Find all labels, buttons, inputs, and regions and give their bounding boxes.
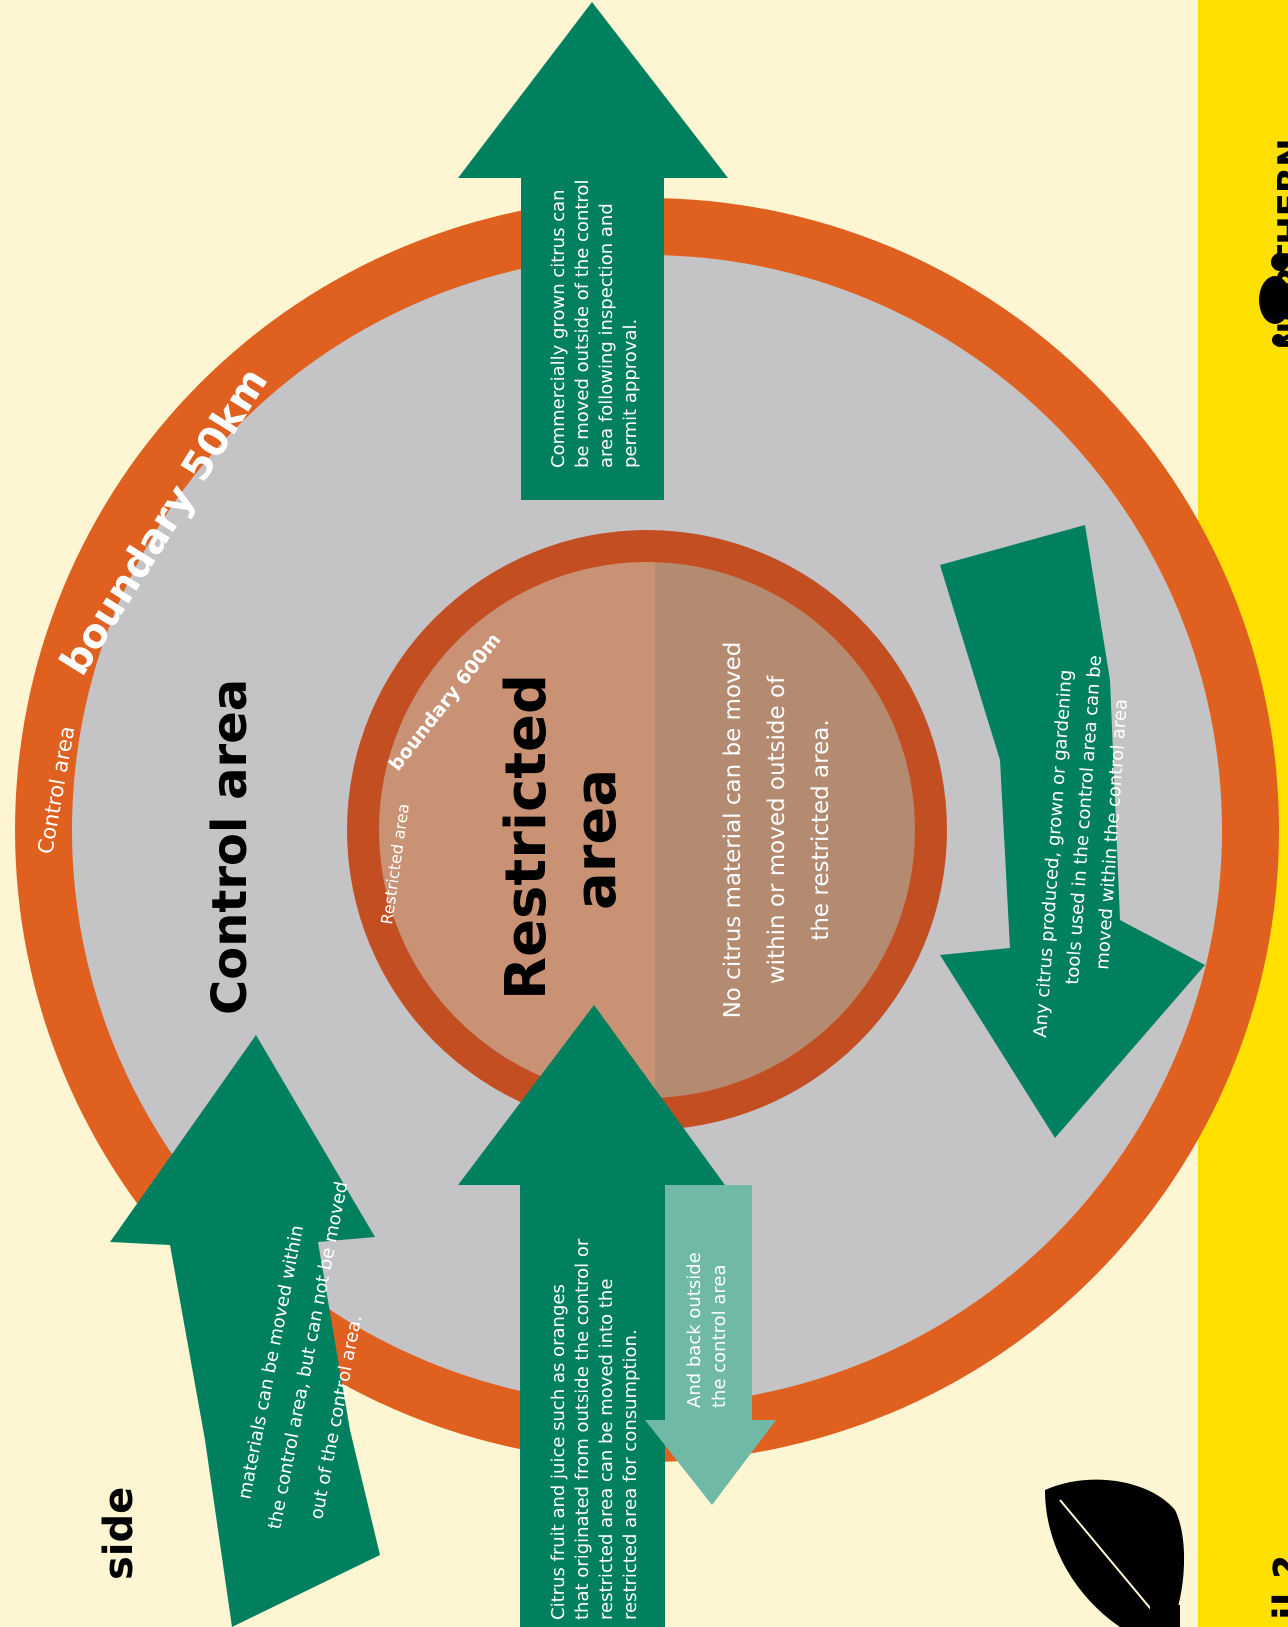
sidebar-brand-partial: NORTHERN [1271, 138, 1288, 350]
control-area-title: Control area [202, 679, 258, 1015]
restricted-area-title-line1: Restricted [494, 674, 559, 1000]
citrus-fruit-arrow [458, 1005, 725, 1627]
restricted-note-line: the restricted area. [808, 719, 834, 940]
back-outside-arrow-text: And back outside the control area [684, 1252, 730, 1408]
citrus-fruit-arrow-text: Citrus fruit and juice such as oranges t… [548, 1238, 641, 1620]
commercial-text-line: area following inspection and [596, 203, 617, 468]
logo-emblem-icon [1259, 253, 1288, 346]
back-outside-arrow [645, 1185, 776, 1505]
commercial-arrow-text: Commercially grown citrus can be moved o… [548, 180, 641, 468]
citrus-fruit-text-line: Citrus fruit and juice such as oranges [548, 1284, 569, 1620]
restricted-area-title-line2: area [564, 769, 629, 910]
citrus-fruit-text-line: restricted area for consumption. [620, 1329, 641, 1620]
restricted-note: No citrus material can be moved within o… [720, 642, 834, 1019]
commercial-export-arrow [458, 2, 728, 500]
outside-label-partial: side [96, 1487, 142, 1580]
materials-arrow [110, 1035, 380, 1627]
commercial-text-line: permit approval. [620, 319, 641, 468]
citrus-fruit-text-line: that originated from outside the control… [572, 1238, 593, 1620]
commercial-text-line: Commercially grown citrus can [548, 189, 569, 468]
sidebar-partial-text: il ? [1266, 1555, 1288, 1620]
commercial-text-line: be moved outside of the control [572, 180, 593, 468]
citrus-fruit-text-line: restricted area can be moved into the [596, 1279, 617, 1620]
leaf-stem [1150, 1605, 1180, 1627]
leaf-icon [1045, 1479, 1185, 1627]
within-control-arrow [940, 525, 1205, 1138]
back-outside-text-line: the control area [709, 1264, 730, 1408]
back-outside-text-line: And back outside [684, 1252, 705, 1408]
restricted-note-line: within or moved outside of [764, 675, 790, 984]
restricted-note-line: No citrus material can be moved [720, 642, 746, 1019]
